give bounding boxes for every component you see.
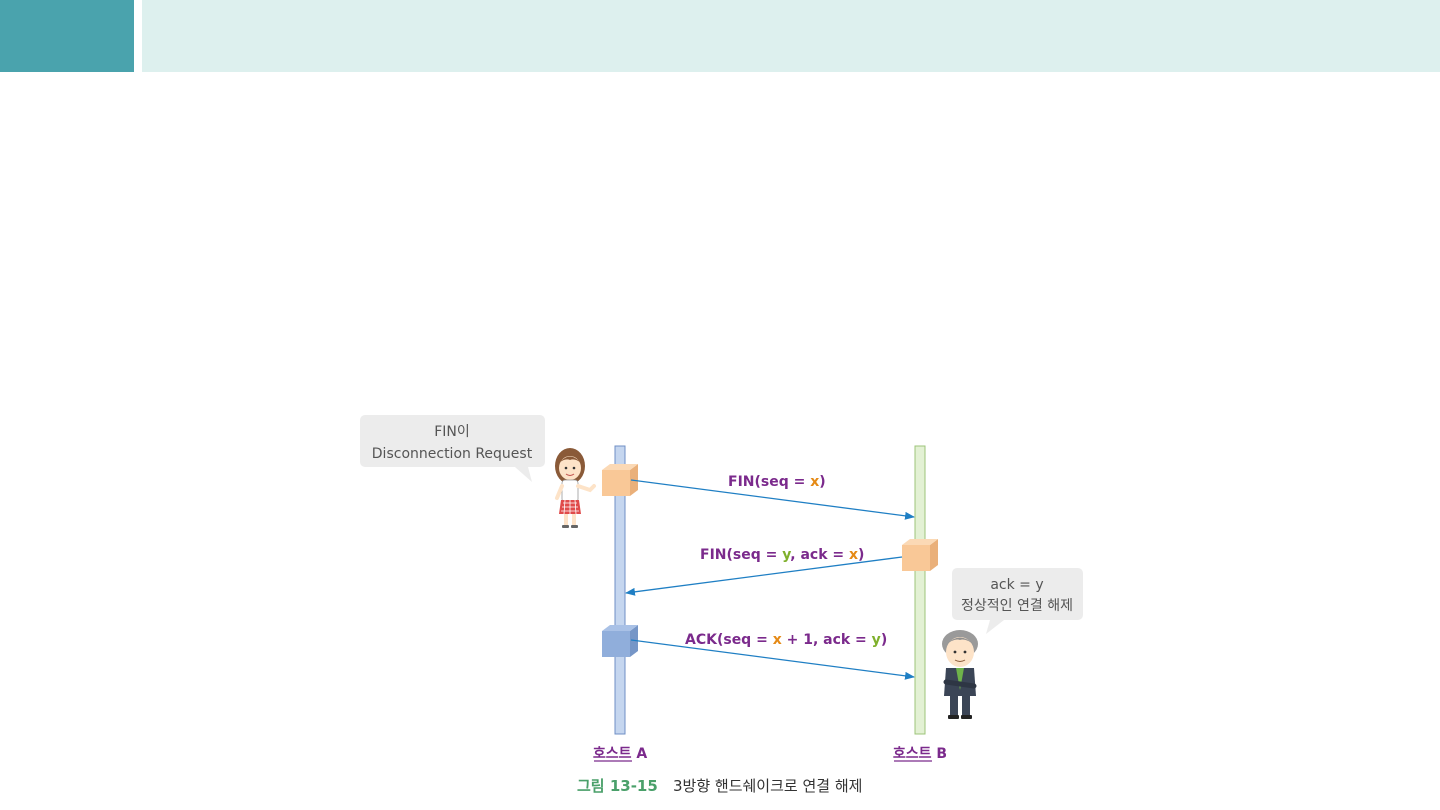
header-accent-block	[0, 0, 134, 72]
arrow-fin-a-to-b	[630, 479, 915, 520]
host-a-label: 호스트 A	[593, 746, 648, 762]
fin-segment-host-b	[902, 539, 938, 571]
message-fin-host-a: FIN(seq = x)	[728, 474, 826, 490]
girl-icon	[555, 448, 596, 528]
message-fin-host-b: FIN(seq = y, ack = x)	[700, 547, 864, 563]
speech-bubble-host-a: FIN이 Disconnection Request	[360, 415, 545, 482]
speech-bubble-host-b: ack = y 정상적인 연결 해제	[952, 568, 1083, 634]
message-ack-host-a: ACK(seq = x + 1, ack = y)	[685, 632, 887, 648]
bubble-b-line2: 정상적인 연결 해제	[961, 598, 1073, 614]
header-bar	[142, 0, 1440, 72]
fin-segment-host-a	[602, 464, 638, 496]
figure-number: 그림 13-15	[577, 777, 658, 795]
host-a-timeline	[614, 445, 626, 735]
host-b-label: 호스트 B	[893, 746, 947, 762]
host-b-timeline	[914, 445, 926, 735]
ack-segment-host-a	[602, 625, 638, 657]
arrow-fin-b-to-a	[625, 556, 903, 596]
arrow-ack-a-to-b	[630, 639, 915, 680]
bubble-a-line2: Disconnection Request	[372, 446, 533, 462]
man-icon	[942, 630, 978, 719]
figure-caption: 3방향 핸드쉐이크로 연결 해제	[673, 777, 862, 795]
bubble-a-line1: FIN이	[434, 424, 470, 440]
bubble-b-line1: ack = y	[990, 577, 1043, 593]
